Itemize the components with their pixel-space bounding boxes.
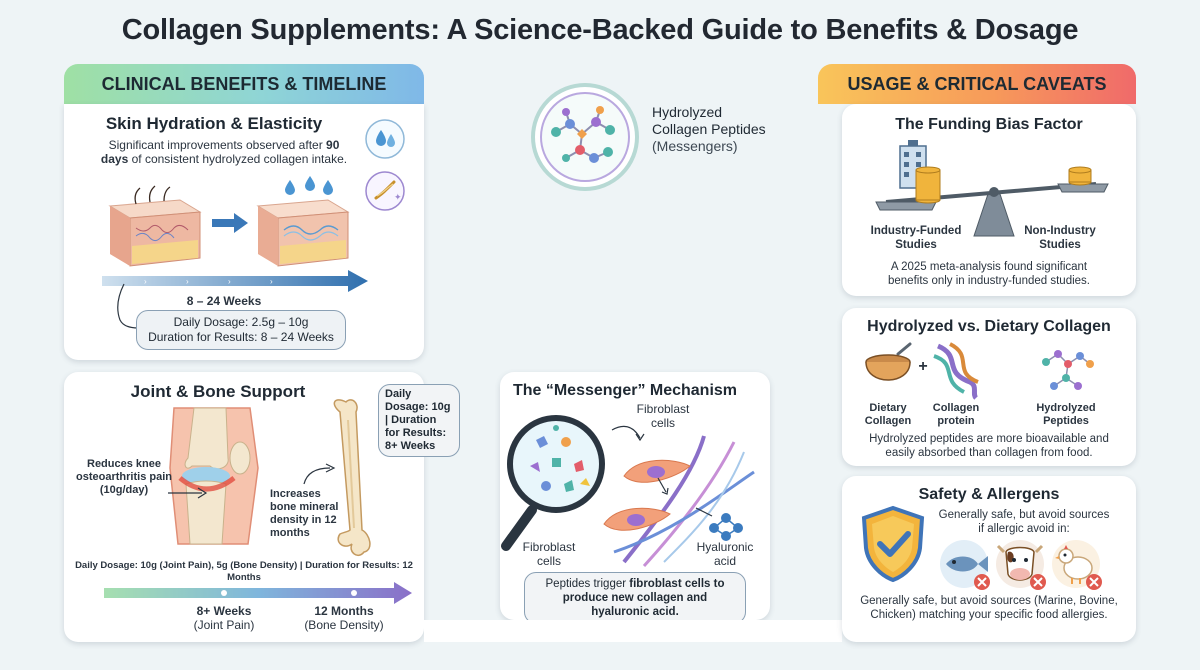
svg-text:›: › bbox=[270, 277, 273, 286]
chicken-icon bbox=[1052, 540, 1102, 590]
funding-bias-card: The Funding Bias Factor Industry-Funded … bbox=[842, 104, 1136, 296]
hydrolyzed-vs-dietary-card: Hydrolyzed vs. Dietary Collagen + Dietar… bbox=[842, 308, 1136, 466]
industry-funded-label: Industry-Funded Studies bbox=[870, 225, 962, 251]
joint-dosage-callout: Daily Dosage: 10g | Duration for Results… bbox=[378, 384, 460, 457]
plus-sign: + bbox=[918, 358, 928, 375]
bone-pointer-arrow bbox=[303, 463, 336, 485]
shield-check-icon bbox=[861, 505, 925, 583]
fibroblast-bottom-label: Fibroblast cells bbox=[522, 540, 576, 568]
bowl-icon bbox=[865, 342, 912, 381]
peptides-label: Hydrolyzed Collagen Peptides (Messengers… bbox=[652, 104, 766, 154]
hydrolyzed-peptides-label: Hydrolyzed Peptides bbox=[1036, 402, 1096, 427]
safety-side-text: Generally safe, but avoid sources if all… bbox=[938, 509, 1110, 535]
joint-dosage-summary: Daily Dosage: 10g (Joint Pain), 5g (Bone… bbox=[75, 560, 413, 583]
messenger-card-title: The “Messenger” Mechanism bbox=[512, 382, 738, 399]
messenger-caption: Peptides trigger fibroblast cells to pro… bbox=[524, 572, 746, 624]
skin-card-title: Skin Hydration & Elasticity bbox=[105, 114, 323, 133]
water-drop-icon bbox=[365, 119, 405, 159]
safety-allergens-card: Safety & Allergens Generally safe, but a… bbox=[842, 476, 1136, 642]
magnifier-icon bbox=[501, 415, 605, 551]
collagen-fiber-icon: ✦ bbox=[365, 171, 405, 211]
dietary-collagen-label: Dietary Collagen bbox=[864, 402, 912, 427]
skin-card-description: Significant improvements observed after … bbox=[100, 138, 348, 166]
bottom-connector-strip bbox=[424, 620, 842, 642]
svg-text:›: › bbox=[144, 277, 147, 286]
safety-note: Generally safe, but avoid sources (Marin… bbox=[860, 595, 1118, 621]
section-header-clinical-benefits: CLINICAL BENEFITS & TIMELINE bbox=[64, 64, 424, 104]
joint-milestone-1: 8+ Weeks (Joint Pain) bbox=[193, 604, 255, 632]
cow-icon bbox=[996, 540, 1046, 590]
hyaluronic-acid-label: Hyaluronic acid bbox=[696, 540, 754, 568]
skin-timeline-arrow: › › › › bbox=[102, 270, 368, 292]
funding-card-title: The Funding Bias Factor bbox=[895, 116, 1083, 133]
skin-improvement-arrow bbox=[212, 213, 248, 233]
skin-layer-after-illustration bbox=[256, 176, 350, 267]
funding-note: A 2025 meta-analysis found significant b… bbox=[887, 261, 1090, 287]
knee-joint-illustration bbox=[169, 407, 259, 545]
skin-layer-before-illustration bbox=[108, 185, 202, 267]
knee-benefit-text: Reduces knee osteoarthritis pain (10g/da… bbox=[76, 458, 172, 496]
hydro-note: Hydrolyzed peptides are more bioavailabl… bbox=[869, 433, 1109, 459]
scale-icon bbox=[875, 166, 1109, 237]
fish-icon bbox=[940, 540, 990, 590]
skin-timeline-label: 8 – 24 Weeks bbox=[186, 294, 262, 308]
non-industry-label: Non-Industry Studies bbox=[1024, 225, 1096, 251]
fibroblast-top-label: Fibroblast cells bbox=[636, 402, 690, 430]
hydrolyzed-peptides-small-icon bbox=[1042, 350, 1094, 390]
collagen-protein-label: Collagen protein bbox=[932, 402, 980, 427]
fibroblast-fibers-illustration bbox=[603, 435, 755, 568]
skin-timeline-connector bbox=[117, 283, 139, 329]
hydrolyzed-peptides-icon bbox=[531, 83, 639, 191]
collagen-protein-icon bbox=[933, 342, 979, 400]
svg-text:✦: ✦ bbox=[394, 192, 402, 202]
joint-milestone-2: 12 Months (Bone Density) bbox=[304, 604, 384, 632]
joint-bone-card: Joint & Bone Support Reduces knee osteoa… bbox=[64, 372, 460, 642]
skin-dosage-box: Daily Dosage: 2.5g – 10g Duration for Re… bbox=[136, 310, 346, 350]
skin-hydration-card: Skin Hydration & Elasticity Significant … bbox=[64, 104, 424, 360]
section-header-usage-caveats: USAGE & CRITICAL CAVEATS bbox=[818, 64, 1136, 104]
safety-card-title: Safety & Allergens bbox=[918, 486, 1060, 503]
bone-benefit-text: Increases bone mineral density in 12 mon… bbox=[270, 488, 339, 539]
joint-timeline-bar bbox=[104, 582, 412, 604]
messenger-mechanism-card: The “Messenger” Mechanism bbox=[500, 372, 770, 624]
bone-illustration bbox=[333, 399, 371, 556]
hydro-card-title: Hydrolyzed vs. Dietary Collagen bbox=[867, 318, 1111, 335]
knee-pointer-arrow bbox=[168, 487, 208, 499]
page-title: Collagen Supplements: A Science-Backed G… bbox=[121, 14, 1079, 46]
svg-text:›: › bbox=[186, 277, 189, 286]
joint-card-title: Joint & Bone Support bbox=[130, 382, 306, 401]
svg-text:›: › bbox=[228, 277, 231, 286]
mechanism-arrows bbox=[611, 425, 713, 517]
